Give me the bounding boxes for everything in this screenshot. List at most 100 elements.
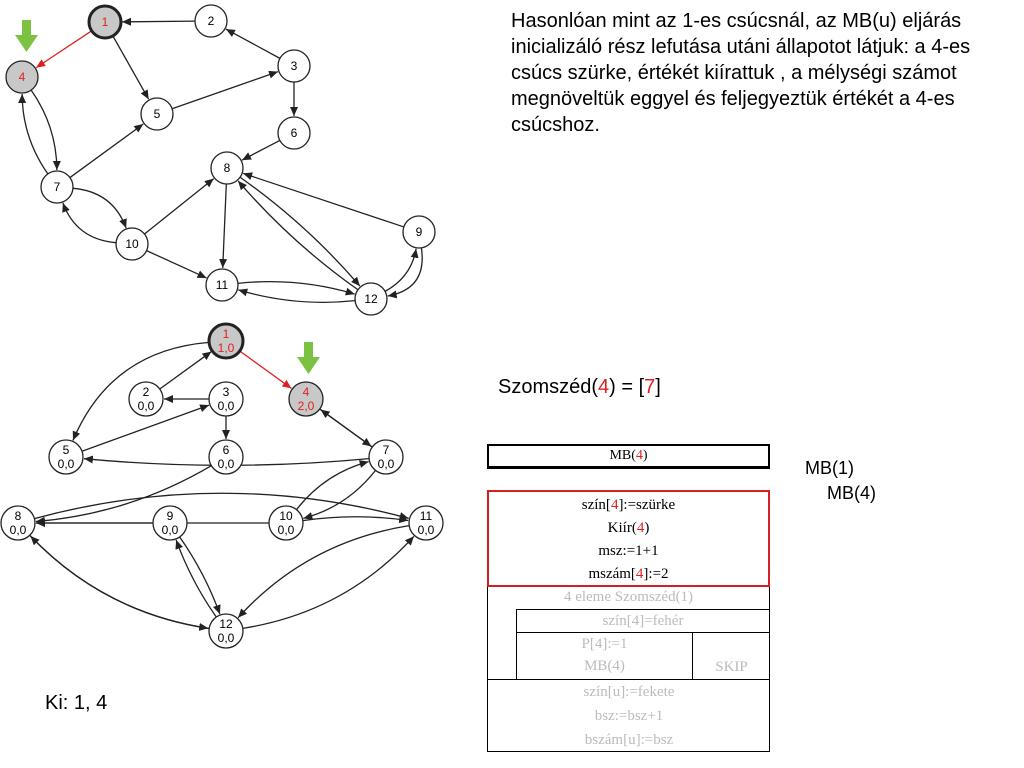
bottom-node-sub-3: 0,0 (218, 399, 235, 413)
top-edge-12-11 (238, 288, 356, 303)
nsd-end-line-3: bszám[u]:=bsz (584, 732, 674, 748)
top-node-8: 8 (210, 151, 244, 185)
nsd-end-block: szín[u]:=fekete bsz:=bsz+1 bszám[u]:=bsz (488, 679, 770, 752)
top-edge-10-11 (146, 250, 207, 279)
nsd-end-line-1: szín[u]:=fekete (583, 684, 675, 700)
bottom-edge-9-12 (179, 536, 221, 615)
top-node-label-8: 8 (224, 161, 231, 175)
bottom-graph-nodes: 11,020,030,042,050,060,070,080,090,0100,… (0, 322, 444, 649)
nsd-init-block: szín[4]:=szürke Kiír(4) msz:=1+1 mszám[4… (487, 490, 770, 587)
bottom-node-sub-7: 0,0 (378, 457, 395, 471)
bottom-node-label-3: 3 (223, 385, 230, 399)
bottom-node-1: 11,0 (207, 322, 245, 360)
nsd-then-branch: P[4]:=1 MB(4) (516, 633, 693, 679)
top-node-label-12: 12 (364, 292, 378, 306)
top-edge-2-1 (121, 17, 196, 26)
top-edge-12-8 (237, 180, 359, 291)
neighbors-suffix: ] (655, 376, 661, 398)
bottom-edge-12-9 (175, 539, 217, 618)
top-node-label-5: 5 (154, 107, 161, 121)
bottom-node-sub-2: 0,0 (138, 399, 155, 413)
top-edge-9-12 (387, 247, 423, 299)
bottom-edge-8-12 (29, 534, 209, 631)
top-node-label-6: 6 (291, 126, 298, 140)
top-edge-10-7 (62, 202, 117, 244)
current-node-marker-top (15, 20, 38, 52)
output-line: Ki: 1, 4 (45, 692, 108, 714)
bottom-node-label-8: 8 (15, 509, 22, 523)
bottom-node-12: 120,0 (208, 613, 244, 649)
top-node-4: 4 (5, 60, 39, 94)
bottom-node-label-5: 5 (63, 443, 70, 457)
top-node-label-2: 2 (208, 14, 215, 28)
top-edge-11-12 (237, 281, 355, 296)
bottom-node-sub-6: 0,0 (218, 457, 235, 471)
neighbors-list: 7 (644, 376, 656, 398)
bottom-node-5: 50,0 (48, 439, 84, 475)
nsd-init-line-4: mszám[4]:=2 (588, 566, 669, 582)
nsd-init-line-2: Kiír(4) (607, 520, 650, 536)
top-edge-8-11 (219, 183, 228, 269)
current-node-marker-bottom (297, 342, 320, 374)
bottom-node-sub-11: 0,0 (418, 523, 435, 537)
bottom-node-label-11: 11 (420, 509, 433, 523)
bottom-edge-12-8 (29, 535, 210, 630)
bottom-node-label-6: 6 (223, 443, 230, 457)
neighbors-middle: ) = [ (609, 376, 645, 398)
bottom-node-sub-12: 0,0 (218, 631, 235, 645)
bottom-node-sub-1: 1,0 (218, 341, 235, 355)
nsd-init-line-3: msz:=1+1 (598, 543, 659, 559)
top-node-label-4: 4 (19, 70, 26, 84)
top-edge-10-8 (144, 178, 215, 235)
bottom-edge-7-10 (303, 469, 377, 520)
top-node-11: 11 (205, 268, 239, 302)
top-node-label-11: 11 (216, 278, 229, 292)
top-edge-7-4 (18, 93, 49, 175)
bottom-node-7: 70,0 (368, 439, 404, 475)
bottom-node-sub-5: 0,0 (58, 457, 75, 471)
nsd-header-node: 4 (635, 448, 643, 463)
nsd-condition: szín[4]=fehér (516, 609, 770, 633)
call-stack-item-1: MB(1) (805, 458, 854, 478)
bottom-node-label-2: 2 (143, 385, 150, 399)
top-edge-3-2 (225, 28, 281, 59)
description-text: Hasonlóan mint az 1-es csúcsnál, az MB(u… (511, 10, 971, 136)
bottom-edge-10-11 (302, 515, 409, 524)
top-node-2: 2 (194, 4, 228, 38)
nsd-loop-header: 4 eleme Szomszéd(1) (563, 589, 694, 605)
bottom-edge-6-8 (35, 465, 212, 525)
top-edge-6-8 (241, 139, 281, 161)
bottom-node-label-12: 12 (219, 617, 233, 631)
bottom-edge-8-11 (34, 492, 409, 520)
nsd-end-line-2: bsz:=bsz+1 (594, 708, 664, 724)
bottom-edge-5-3 (81, 404, 210, 452)
bottom-node-sub-10: 0,0 (278, 523, 295, 537)
top-edge-8-12 (239, 176, 361, 287)
bottom-node-sub-8: 0,0 (10, 523, 27, 537)
bottom-node-11: 110,0 (408, 505, 444, 541)
nsd-then-line-2: MB(4) (584, 658, 625, 674)
bottom-node-label-10: 10 (279, 509, 293, 523)
bottom-node-label-9: 9 (167, 509, 174, 523)
top-node-label-7: 7 (54, 180, 61, 194)
bottom-node-label-7: 7 (383, 443, 390, 457)
call-stack-item-2: MB(4) (827, 483, 876, 503)
top-node-3: 3 (277, 49, 311, 83)
nsd-header-post: ) (642, 448, 648, 463)
top-node-label-9: 9 (416, 225, 423, 239)
top-node-label-10: 10 (125, 237, 139, 251)
top-graph-edges (18, 17, 423, 303)
bottom-edge-10-7 (295, 460, 369, 511)
top-edge-12-9 (384, 248, 419, 292)
top-node-label-3: 3 (291, 59, 298, 73)
bottom-node-6: 60,0 (208, 439, 244, 475)
bottom-node-sub-4: 2,0 (298, 399, 315, 413)
bottom-node-9: 90,0 (152, 505, 188, 541)
bottom-edge-1-5 (72, 341, 210, 441)
nsd-init-line-1: szín[4]:=szürke (581, 497, 676, 513)
bottom-edge-12-11 (242, 535, 415, 629)
top-edge-9-8 (242, 172, 405, 228)
neighbors-prefix: Szomszéd( (498, 376, 599, 398)
